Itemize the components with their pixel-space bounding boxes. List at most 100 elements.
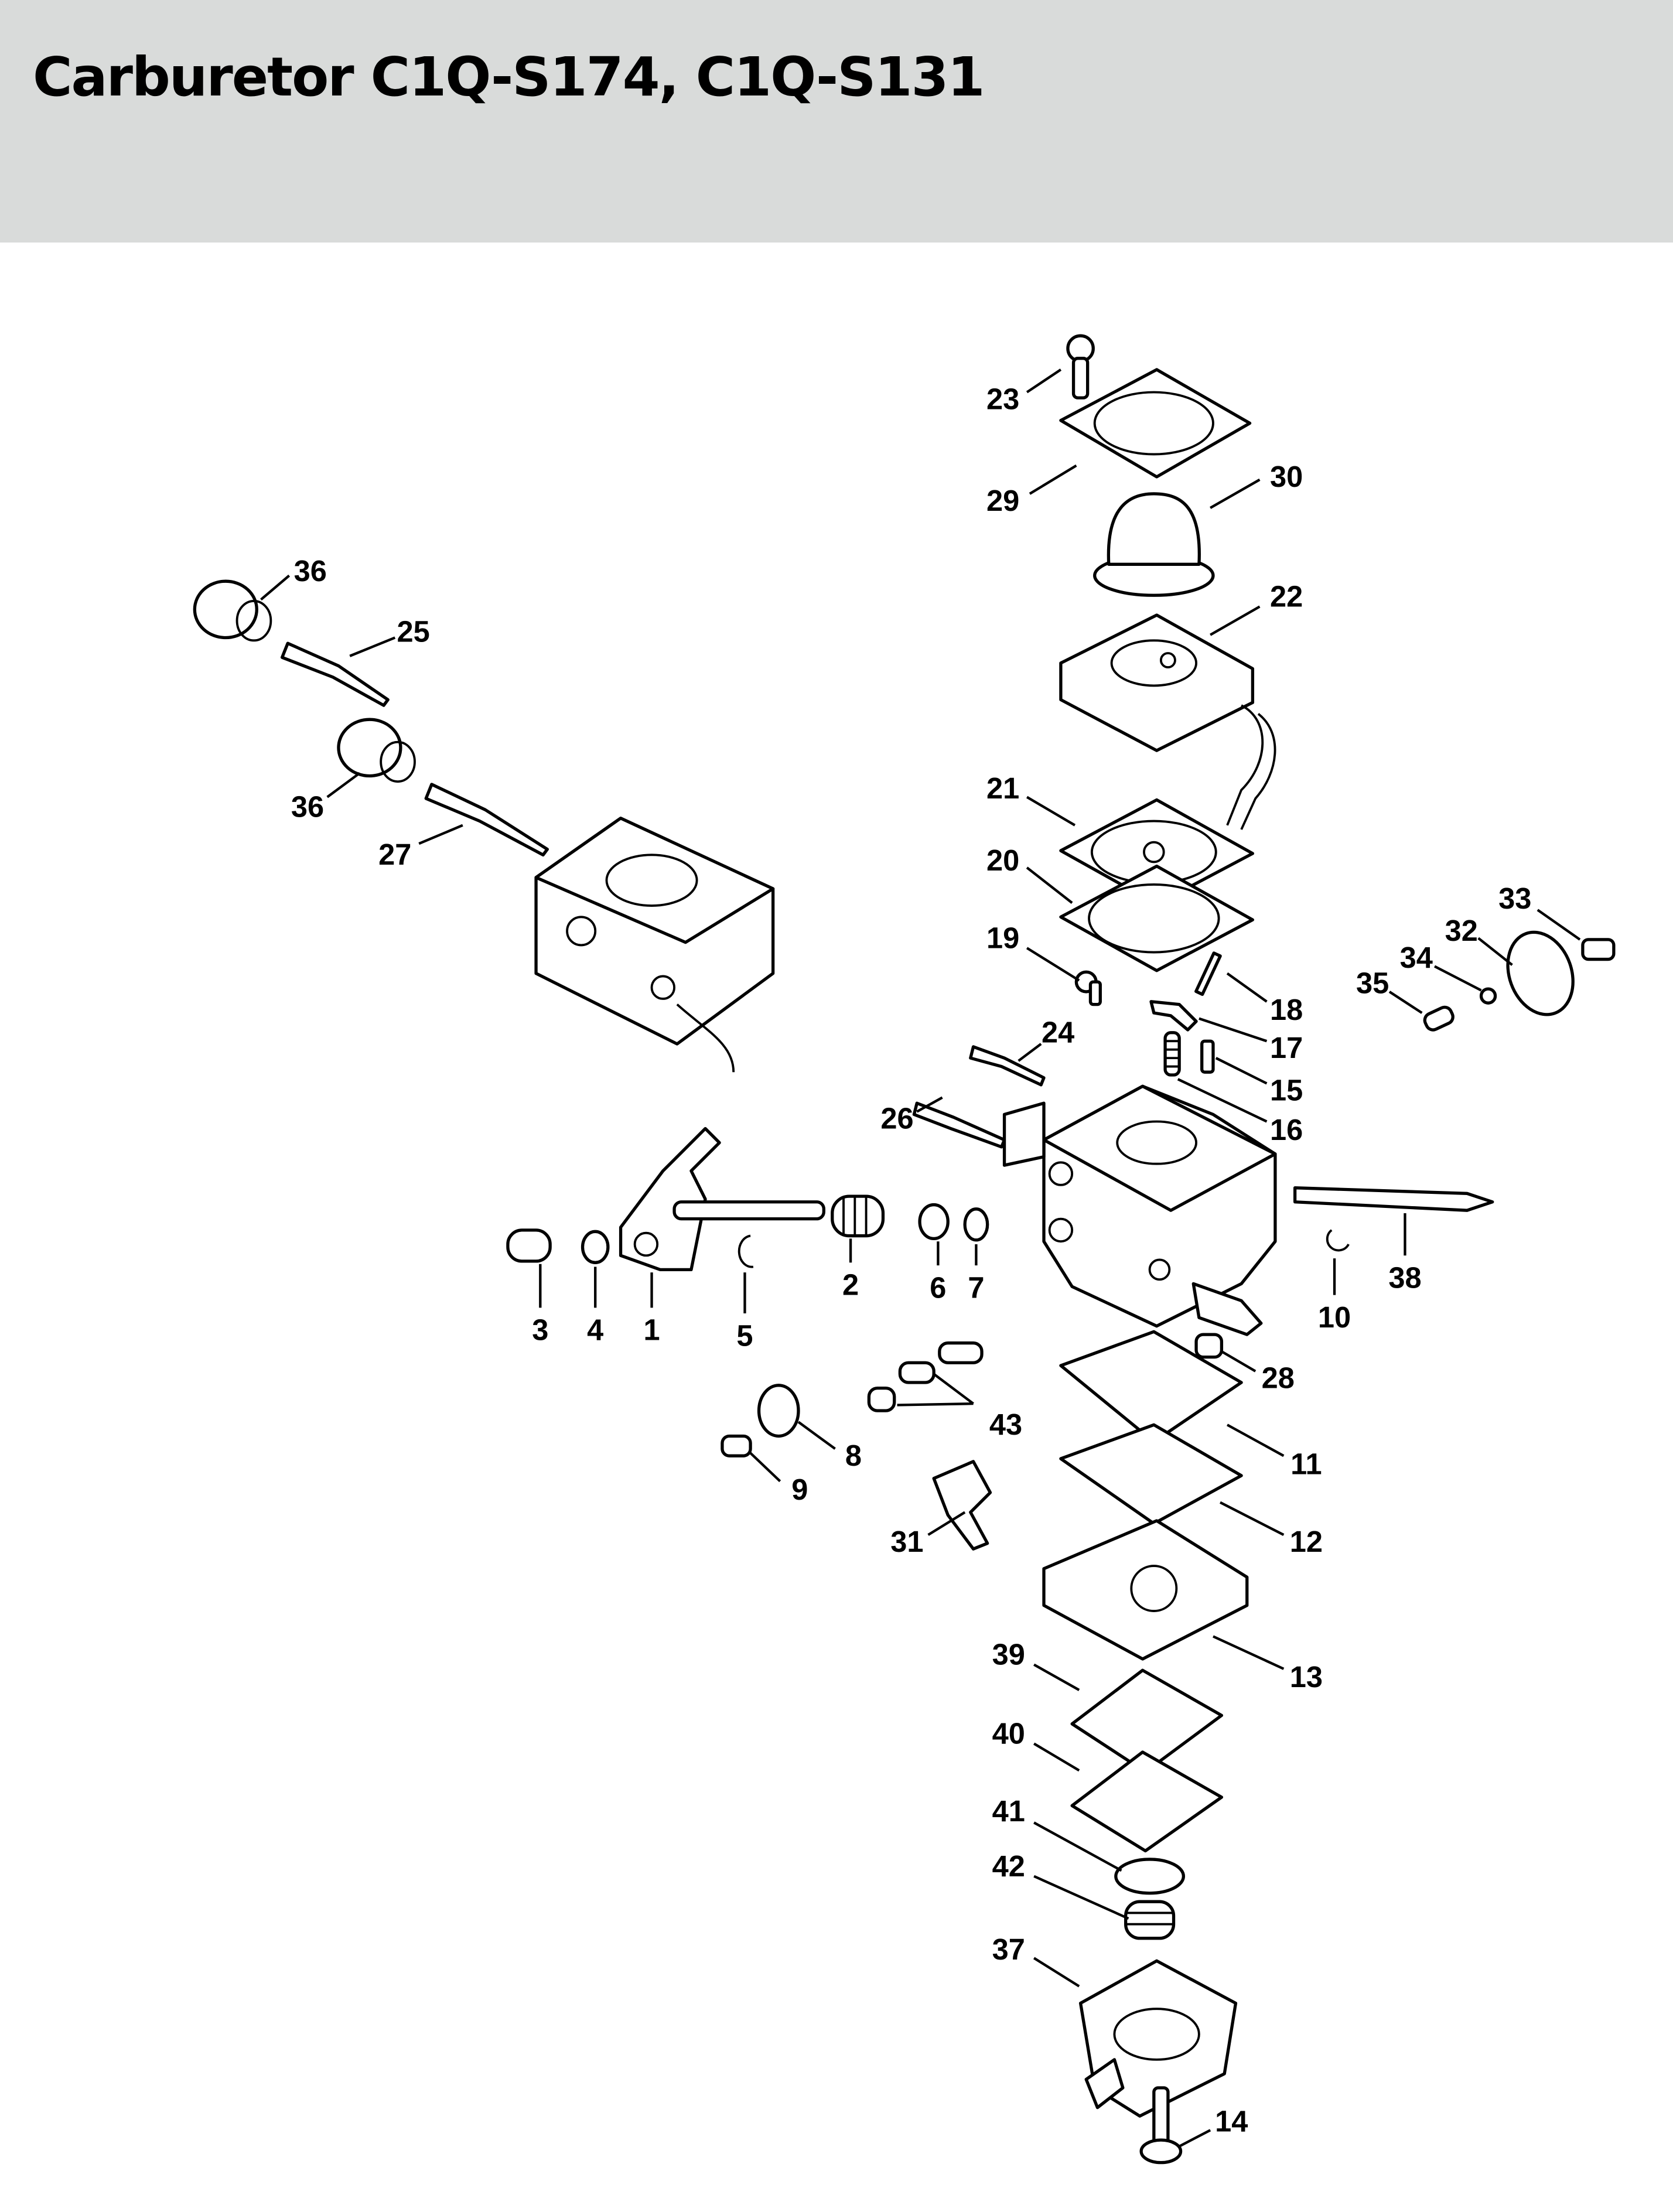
page-header: Carburetor C1Q-S174, C1Q-S131 xyxy=(0,0,1673,243)
valve-kit-43 xyxy=(867,1341,984,1412)
callout-label-20: 20 xyxy=(986,844,1019,877)
callout-label-29: 29 xyxy=(986,484,1019,517)
callout-label-7: 7 xyxy=(968,1271,984,1305)
screen-28 xyxy=(1194,1333,1224,1359)
leader-line xyxy=(1199,1017,1268,1043)
spring-35 xyxy=(1423,1005,1455,1032)
screw-33 xyxy=(1581,938,1616,961)
purge-bulb-30 xyxy=(1093,492,1215,597)
pin-18 xyxy=(1194,951,1222,996)
callout-label-35: 35 xyxy=(1356,966,1389,999)
leader-line xyxy=(418,824,463,845)
callout-label-27: 27 xyxy=(378,838,411,871)
callout-label-23: 23 xyxy=(986,382,1019,415)
leader-line xyxy=(1033,1663,1080,1691)
leader-line xyxy=(1026,796,1076,827)
callout-label-10: 10 xyxy=(1318,1300,1351,1334)
leader-line xyxy=(1215,1057,1268,1085)
callout-label-17: 17 xyxy=(1270,1031,1303,1064)
callout-label-36: 36 xyxy=(294,554,327,588)
choke-lever-1 xyxy=(619,1127,721,1271)
page-title: Carburetor C1Q-S174, C1Q-S131 xyxy=(33,46,985,108)
leader-line xyxy=(1033,1957,1080,1988)
gasket-39 xyxy=(1070,1668,1224,1774)
pump-body-22 xyxy=(1059,613,1276,830)
leader-line xyxy=(349,636,396,657)
leader-lines xyxy=(260,368,1581,2149)
callout-label-31: 31 xyxy=(890,1525,923,1558)
leader-line xyxy=(1018,1043,1042,1062)
leader-line xyxy=(797,1421,836,1450)
callout-label-14: 14 xyxy=(1215,2105,1248,2138)
callout-label-15: 15 xyxy=(1270,1073,1303,1107)
callout-label-6: 6 xyxy=(930,1271,946,1305)
gasket-20 xyxy=(1059,864,1255,972)
leader-line xyxy=(1177,2129,1211,2149)
disc-8 xyxy=(757,1384,800,1438)
leader-line xyxy=(1477,937,1513,966)
callout-label-39: 39 xyxy=(992,1638,1025,1671)
knob-31 xyxy=(932,1460,992,1551)
callout-label-28: 28 xyxy=(1262,1361,1295,1395)
leader-line xyxy=(933,1373,974,1405)
callout-label-9: 9 xyxy=(791,1473,808,1506)
callout-label-12: 12 xyxy=(1290,1525,1323,1558)
leader-line xyxy=(1033,1742,1080,1772)
screw-14 xyxy=(1139,2086,1183,2165)
leader-line xyxy=(749,1452,781,1483)
metering-cover-13 xyxy=(1042,1519,1249,1661)
leader-line xyxy=(1026,866,1073,904)
washer-4 xyxy=(581,1230,610,1264)
leader-line xyxy=(1537,909,1581,941)
leader-line xyxy=(260,574,291,601)
callout-label-11: 11 xyxy=(1290,1448,1322,1481)
leader-line xyxy=(1221,1350,1257,1373)
callout-label-37: 37 xyxy=(992,1933,1025,1966)
leader-line xyxy=(1210,605,1261,636)
clip-10 xyxy=(1326,1229,1350,1252)
callout-label-8: 8 xyxy=(845,1439,862,1472)
leader-line xyxy=(897,1402,974,1407)
callout-labels: 2329303625223627212019181715162426333234… xyxy=(291,382,1532,2138)
callout-label-41: 41 xyxy=(992,1794,1025,1828)
callout-label-2: 2 xyxy=(842,1268,859,1302)
leader-line xyxy=(1226,1424,1285,1457)
carburetor-body xyxy=(1002,1084,1277,1336)
spring-16 xyxy=(1163,1031,1181,1077)
parts-drawing xyxy=(193,334,1616,2165)
leader-line xyxy=(1220,1501,1285,1536)
choke-shaft xyxy=(672,1200,825,1221)
leader-line xyxy=(326,772,361,798)
leader-line xyxy=(1210,478,1261,509)
callout-label-18: 18 xyxy=(1270,993,1303,1026)
adjust-screw-24 xyxy=(969,1045,1046,1087)
callout-label-5: 5 xyxy=(736,1319,753,1352)
leader-line xyxy=(1033,1875,1129,1920)
screw-3 xyxy=(506,1228,552,1263)
cover-32 xyxy=(1506,930,1575,1016)
leader-line xyxy=(1177,1078,1268,1123)
callout-label-19: 19 xyxy=(986,921,1019,954)
callout-label-24: 24 xyxy=(1042,1016,1074,1049)
leader-line xyxy=(1026,947,1080,982)
leader-line xyxy=(916,1096,943,1113)
callout-label-36: 36 xyxy=(291,790,324,823)
callout-label-42: 42 xyxy=(992,1849,1025,1883)
callout-label-21: 21 xyxy=(986,772,1019,805)
washer-6 xyxy=(918,1203,950,1241)
callout-label-25: 25 xyxy=(397,615,429,648)
leader-line xyxy=(1026,368,1062,394)
throttle-shaft-38 xyxy=(1293,1186,1494,1212)
callout-label-16: 16 xyxy=(1270,1113,1303,1146)
ball-34 xyxy=(1479,987,1497,1005)
leader-line xyxy=(927,1511,966,1536)
inlet-needle-15 xyxy=(1200,1039,1215,1074)
leader-line xyxy=(1434,965,1482,992)
spring-42 xyxy=(1124,1900,1176,1940)
callout-label-30: 30 xyxy=(1270,460,1303,493)
clip-5 xyxy=(738,1234,754,1268)
adjust-screw-25 xyxy=(280,641,390,707)
callout-label-3: 3 xyxy=(532,1313,548,1347)
callout-label-4: 4 xyxy=(587,1313,603,1347)
